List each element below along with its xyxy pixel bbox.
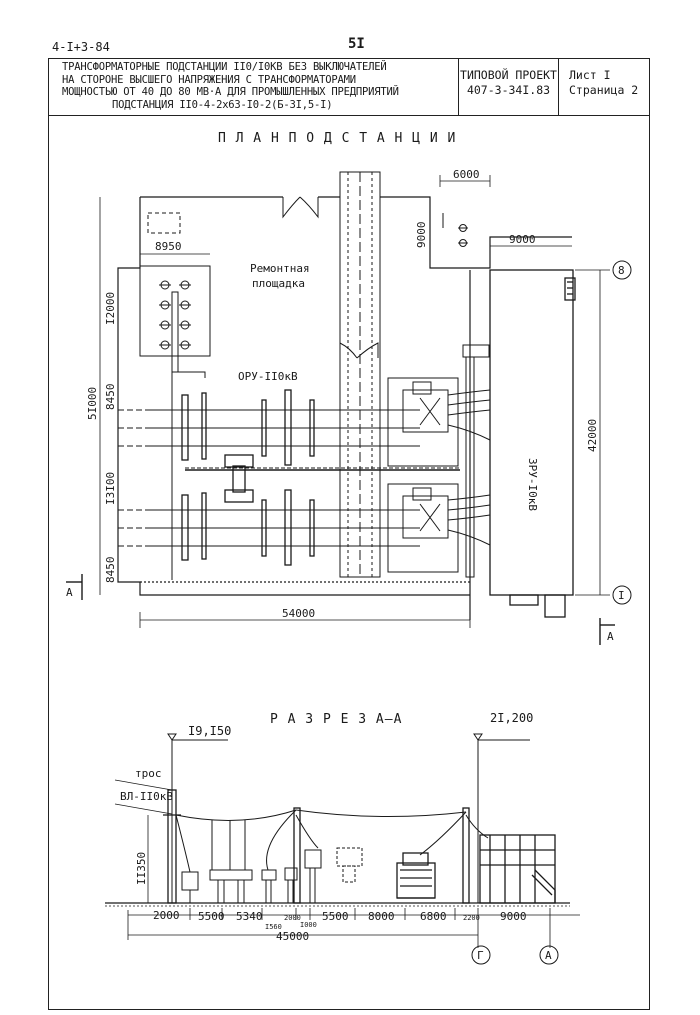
dim-12000: I2000: [104, 292, 117, 325]
dim-42000: 42000: [586, 419, 599, 452]
dim-5340: 5340: [236, 910, 263, 923]
title-line-1: ТРАНСФОРМАТОРНЫЕ ПОДСТАНЦИИ II0/I0КВ БЕЗ…: [62, 61, 387, 73]
document-code: 4-I+3-84: [52, 40, 110, 54]
title-line-4: ПОДСТАНЦИЯ II0-4-2х63-I0-2(Б-3I,5-I): [112, 98, 333, 111]
repair-area-equipment: [159, 280, 191, 373]
repair-area-label-1: Ремонтная: [250, 262, 310, 275]
line-label: ВЛ-II0кВ: [120, 790, 173, 803]
dim-1560: I560: [265, 923, 282, 931]
section-heading: Р А З Р Е З А–А: [270, 712, 402, 727]
dim-51000: 5I000: [86, 387, 99, 420]
elevation-right-label: 2I,200: [490, 711, 533, 725]
dim-8000: 8000: [368, 910, 395, 923]
elevation-right-marker: [473, 733, 530, 903]
cable-label: трос: [135, 767, 162, 780]
dim-13100: I3I00: [104, 472, 117, 505]
oru-110kv-label: ОРУ-II0кВ: [238, 370, 298, 383]
dim-9000-vertical: 9000: [415, 222, 428, 249]
title-block-text: ТРАНСФОРМАТОРНЫЕ ПОДСТАНЦИИ II0/I0КВ БЕЗ…: [48, 58, 458, 116]
dim-9000: 9000: [500, 910, 527, 923]
axis-a-label: А: [545, 949, 552, 962]
section-mark-right-label: А: [607, 630, 614, 643]
dim-8450-upper: 8450: [104, 384, 117, 411]
dim-1000: I000: [300, 921, 317, 929]
sheet-label: Лист I: [569, 68, 611, 82]
plan-heading: П Л А Н П О Д С Т А Н Ц И И: [218, 131, 456, 146]
top-right-equipment: [442, 213, 468, 247]
gate-middle: [339, 342, 379, 359]
axis-g-label: Г: [477, 949, 484, 962]
dim-5500-a: 5500: [198, 910, 225, 923]
dim-9000-horizontal: 9000: [509, 233, 536, 246]
oru-110kv-bus: [118, 371, 460, 580]
dim-6000: 6000: [453, 168, 480, 181]
dim-54000: 54000: [282, 607, 315, 620]
section-zru-building: [479, 834, 556, 904]
axis-marker-g: Г: [471, 945, 491, 965]
repair-area: [139, 265, 211, 357]
dim-2000-a: 2000: [153, 909, 180, 922]
section-transformer-ghost: [336, 847, 363, 883]
project-cell: ТИПОВОЙ ПРОЕКТ 407-3-34I.83: [458, 58, 558, 116]
axis-1-label: I: [618, 589, 625, 602]
dim-6800: 6800: [420, 910, 447, 923]
title-block: ТРАНСФОРМАТОРНЫЕ ПОДСТАНЦИИ II0/I0КВ БЕЗ…: [48, 58, 650, 116]
gate-top: [282, 196, 319, 219]
dim-8950: 8950: [155, 240, 182, 253]
project-label: ТИПОВОЙ ПРОЕКТ: [460, 68, 557, 82]
sheet-cell: Лист I Страница 2: [558, 58, 650, 116]
section-portal-middle: [293, 807, 301, 904]
axis-8-label: 8: [618, 264, 625, 277]
elevation-left-marker: [167, 733, 228, 903]
repair-area-label-2: площадка: [252, 277, 305, 290]
page-label: Страница 2: [569, 83, 639, 97]
transformer-bay-lower: [387, 483, 459, 573]
title-line-2: НА СТОРОНЕ ВЫСШЕГО НАПРЯЖЕНИЯ С ТРАНСФОР…: [62, 73, 356, 86]
road: [339, 171, 381, 578]
elevation-left-label: I9,I50: [188, 724, 231, 738]
axis-marker-8: 8: [612, 260, 632, 280]
section-portal-right: [462, 807, 470, 904]
zru-10kv-building: [489, 269, 576, 618]
plan-dimension-lines: [99, 175, 610, 628]
section-mark-right: [599, 618, 615, 645]
height-dim-11350: II350: [135, 852, 148, 885]
oru-portals: [181, 389, 315, 566]
title-line-3: МОЩНОСТЬЮ ОТ 40 ДО 80 МВ·А ДЛЯ ПРОМЫШЛЕН…: [62, 86, 399, 98]
drawing-frame: [48, 58, 650, 1010]
axis-marker-1: I: [612, 585, 632, 605]
section-transformer: [396, 852, 436, 899]
plan-fence: [117, 196, 572, 620]
zru-10kv-label: ЗРУ-I0кВ: [526, 458, 539, 511]
dim-5500-b: 5500: [322, 910, 349, 923]
project-number: 407-3-34I.83: [466, 83, 551, 97]
dim-8450-lower: 8450: [104, 557, 117, 584]
small-building: [147, 212, 181, 234]
section-oru-equipment: [181, 820, 322, 904]
section-mark-left: [66, 574, 83, 600]
transformer-outputs: [447, 344, 491, 578]
dim-2200: 2200: [463, 914, 480, 922]
page-number: 5I: [348, 36, 365, 52]
section-dim-chain: [127, 908, 580, 948]
axis-marker-a: А: [539, 945, 559, 965]
section-mark-left-label: А: [66, 586, 73, 599]
overhead-wires: [175, 809, 489, 873]
dim-45000: 45000: [276, 930, 309, 943]
transformer-bay-upper: [387, 377, 459, 467]
dim-2000-b: 2000: [284, 914, 301, 922]
